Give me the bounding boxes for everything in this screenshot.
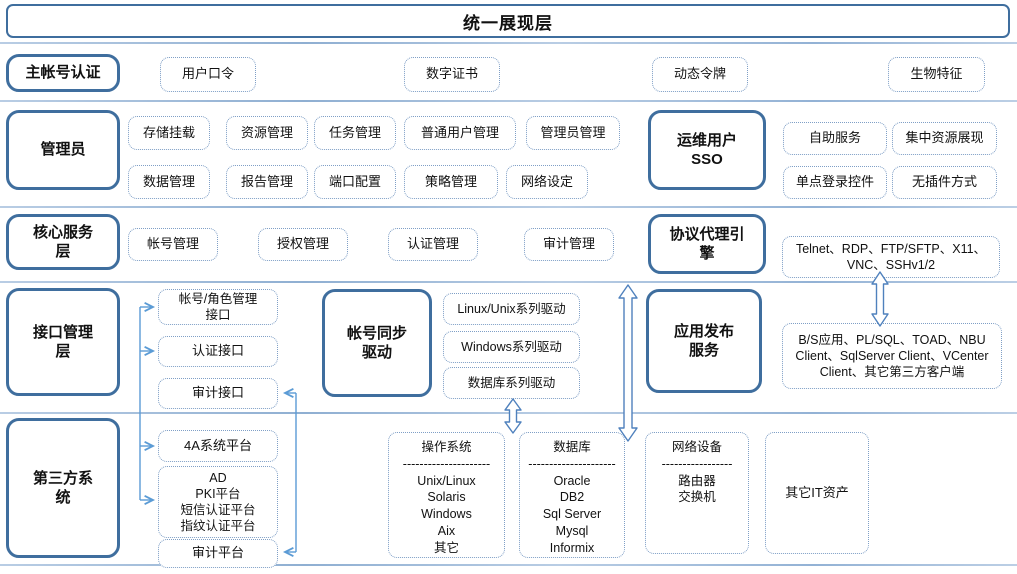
tall-double-arrow bbox=[619, 285, 637, 441]
admin-item: 管理员管理 bbox=[526, 116, 620, 150]
auth-item: 生物特征 bbox=[888, 57, 985, 92]
layer-label-primary-auth: 主帐号认证 bbox=[6, 54, 120, 92]
audit-connector bbox=[285, 393, 296, 552]
layer-label-third-party: 第三方系 统 bbox=[6, 418, 120, 558]
auth-item: 用户口令 bbox=[160, 57, 256, 92]
auth-item: 动态令牌 bbox=[652, 57, 748, 92]
driver-item: 数据库系列驱动 bbox=[443, 367, 580, 399]
sso-item: 自助服务 bbox=[783, 122, 887, 155]
third-party-item: 审计平台 bbox=[158, 539, 278, 568]
asset-os-box: 操作系统 --------------------- Unix/Linux So… bbox=[388, 432, 505, 558]
divider-line bbox=[0, 100, 1017, 102]
layer-label-admin: 管理员 bbox=[6, 110, 120, 190]
divider-line bbox=[0, 412, 1017, 414]
asset-db-box: 数据库 --------------------- Oracle DB2 Sql… bbox=[519, 432, 625, 558]
core-item: 帐号管理 bbox=[128, 228, 218, 261]
asset-other-box: 其它IT资产 bbox=[765, 432, 869, 554]
third-party-item: AD PKI平台 短信认证平台 指纹认证平台 bbox=[158, 466, 278, 538]
client-list: B/S应用、PL/SQL、TOAD、NBU Client、SqlServer C… bbox=[782, 323, 1002, 389]
admin-item: 报告管理 bbox=[226, 165, 308, 199]
layer-label-ops-sso: 运维用户 SSO bbox=[648, 110, 766, 190]
layer-label-account-sync: 帐号同步 驱动 bbox=[322, 289, 432, 397]
layer-label-app-publish: 应用发布 服务 bbox=[646, 289, 762, 393]
core-item: 审计管理 bbox=[524, 228, 614, 261]
protocol-list: Telnet、RDP、FTP/SFTP、X11、 VNC、SSHv1/2 bbox=[782, 236, 1000, 278]
left-connector-tree bbox=[140, 307, 153, 500]
divider-line bbox=[0, 206, 1017, 208]
page-title: 统一展现层 bbox=[6, 4, 1010, 38]
divider-line bbox=[0, 564, 1017, 566]
core-item: 授权管理 bbox=[258, 228, 348, 261]
admin-item: 任务管理 bbox=[314, 116, 396, 150]
admin-item: 资源管理 bbox=[226, 116, 308, 150]
layer-label-interface-mgmt: 接口管理 层 bbox=[6, 288, 120, 396]
auth-item: 数字证书 bbox=[404, 57, 500, 92]
interface-item: 认证接口 bbox=[158, 336, 278, 367]
interface-item: 审计接口 bbox=[158, 378, 278, 409]
core-item: 认证管理 bbox=[388, 228, 478, 261]
sso-item: 无插件方式 bbox=[892, 166, 997, 199]
interface-item: 帐号/角色管理 接口 bbox=[158, 289, 278, 325]
third-party-item: 4A系统平台 bbox=[158, 430, 278, 462]
driver-item: Linux/Unix系列驱动 bbox=[443, 293, 580, 325]
asset-network-box: 网络设备 ----------------- 路由器 交换机 bbox=[645, 432, 749, 554]
divider-line bbox=[0, 42, 1017, 44]
driver-item: Windows系列驱动 bbox=[443, 331, 580, 363]
mid-double-arrow bbox=[505, 399, 521, 433]
layer-label-protocol-proxy: 协议代理引 擎 bbox=[648, 214, 766, 274]
admin-item: 普通用户管理 bbox=[404, 116, 516, 150]
admin-item: 数据管理 bbox=[128, 165, 210, 199]
admin-item: 网络设定 bbox=[506, 165, 588, 199]
sso-item: 单点登录控件 bbox=[783, 166, 887, 199]
admin-item: 端口配置 bbox=[314, 165, 396, 199]
layer-label-core-services: 核心服务 层 bbox=[6, 214, 120, 270]
divider-line bbox=[0, 281, 1017, 283]
sso-item: 集中资源展现 bbox=[892, 122, 997, 155]
admin-item: 策略管理 bbox=[404, 165, 498, 199]
admin-item: 存储挂载 bbox=[128, 116, 210, 150]
